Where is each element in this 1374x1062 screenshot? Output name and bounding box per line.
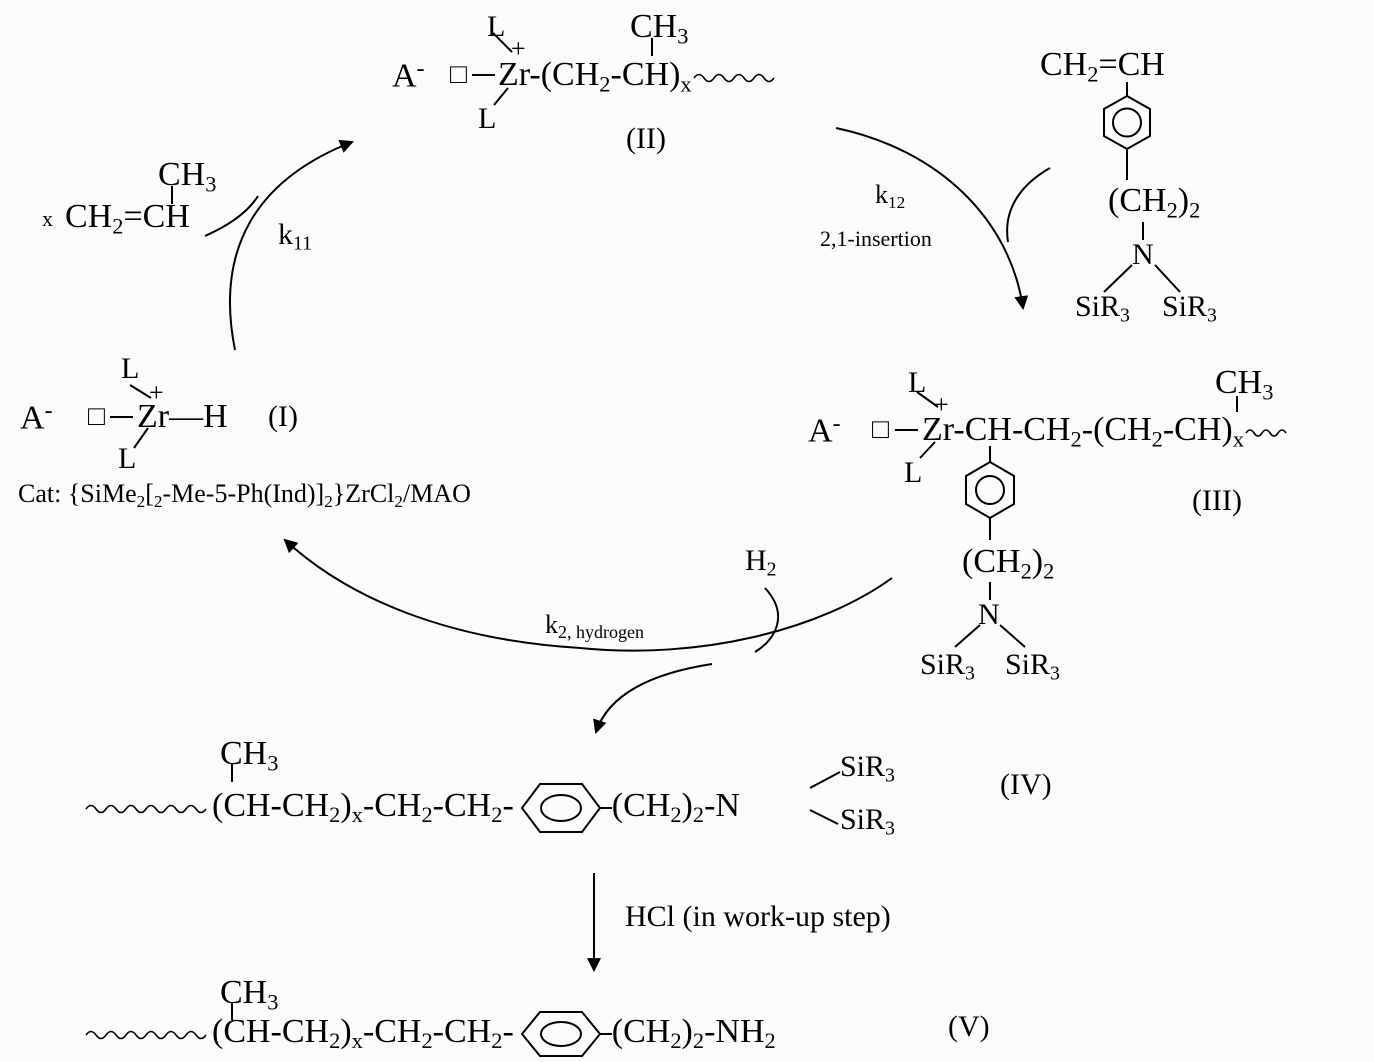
compound-II-ligand-bottom: L [478,102,497,135]
arrow-propylene-in [204,195,259,237]
step-k2-label: k2, hydrogen [545,610,644,643]
bond-IV-N-Si1 [809,771,841,789]
hydrogen-reagent: H2 [745,544,777,581]
catalyst-label: Cat: {SiMe2[2-Me-5-Ph(Ind)]2}ZrCl2/MAO [18,479,471,511]
monomer-vinyl: CH2=CH [1040,46,1165,87]
compound-IV-silyl-2: SiR3 [840,803,895,840]
compound-II-chain: Zr-(CH2-CH)x [498,58,778,96]
arrow-to-IV [593,663,713,734]
polymer-chain-wave [85,1030,207,1040]
bond-III-L-bottom [919,441,936,459]
arrow-I-to-II [229,139,354,351]
compound-III-charge: + [934,390,949,419]
propylene-coefficient: x [42,206,53,231]
compound-I-metal: Zr—H [137,398,228,435]
compound-II-methyl: CH3 [630,8,689,49]
bond-monomer-N-Si2 [1154,264,1181,293]
bond-III-N-Si2 [999,624,1026,648]
bond-II-L-top [492,32,513,53]
compound-I-vacancy: □ [88,401,105,432]
compound-I-charge: + [149,378,164,407]
compound-III-ligand-top: L [908,366,927,399]
compound-V-chain: (CH-CH2)x-CH2-CH2-(CH2)2-NH2 [84,1010,776,1058]
monomer-silyl-1: SiR3 [1075,290,1130,327]
polymer-chain-wave [85,804,207,814]
bond-III-N-Si1 [954,624,981,648]
arrow-III-to-I [283,538,893,652]
step-k11-label: k11 [278,218,313,255]
arrow-hydrogen-in [754,587,780,653]
workup-step-label: HCl (in work-up step) [625,900,891,933]
compound-III-anion: A- [808,411,841,450]
compound-II-charge: + [511,34,526,63]
propylene-methyl-bond [171,186,173,204]
bond-I-L-top [129,384,152,399]
polymer-chain-wave [1245,429,1287,437]
compound-IV-chain: (CH-CH2)x-CH2-CH2-(CH2)2-N [84,782,740,834]
compound-II-vacancy: □ [450,59,467,90]
benzene-ring-IV [520,783,612,833]
polymer-chain-wave [692,73,775,83]
compound-I-ligand-top: L [121,352,140,385]
monomer-silyl-2: SiR3 [1162,290,1217,327]
step-k12-label: k12 [875,180,906,212]
bond-IV-N-Si2 [809,809,839,825]
compound-III-silyl-2: SiR3 [1005,648,1060,685]
compound-IV-silyl-1: SiR3 [840,750,895,787]
compound-III-silyl-1: SiR3 [920,648,975,685]
compound-III-label: (III) [1192,484,1242,517]
bond-III-L-top [916,391,939,408]
benzene-ring-III [965,460,1015,520]
monomer-spacer: (CH2)2 [1108,182,1201,223]
compound-II-ligand-top: L [487,10,506,43]
bond-I-L-bottom [133,427,149,449]
arrow-monomer-in [1006,167,1051,243]
compound-II-label: (II) [626,122,666,155]
bond-II-L-bottom [493,87,509,106]
compound-I-anion: A- [20,398,53,437]
propylene-vinyl: CH2=CH [65,198,190,239]
compound-II-anion: A- [392,56,425,95]
monomer-nitrogen: N [1132,238,1154,271]
compound-III-chain: Zr-CH-CH2-(CH2-CH)x [922,413,1292,451]
compound-IV-methyl: CH3 [220,735,279,776]
step-k12-note: 2,1-insertion [820,226,932,251]
compound-I-ligand-bottom: L [118,442,137,475]
benzene-ring-monomer [1103,94,1151,151]
compound-III-methyl: CH3 [1215,364,1274,405]
compound-IV-label: (IV) [1000,768,1052,801]
compound-V-label: (V) [948,1010,990,1043]
compound-III-spacer: (CH2)2 [962,543,1055,584]
compound-III-ligand-bottom: L [904,456,923,489]
compound-III-vacancy: □ [872,414,889,445]
compound-V-methyl: CH3 [220,974,279,1015]
benzene-ring-V [520,1011,612,1057]
arrow-II-to-III [835,127,1029,311]
compound-III-nitrogen: N [978,598,1000,631]
bond-monomer-N-Si1 [1103,264,1133,293]
propylene-methyl: CH3 [158,156,217,197]
compound-I-label: (I) [268,400,298,433]
